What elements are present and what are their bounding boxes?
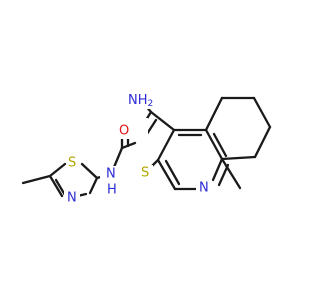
bond: [80, 162, 99, 180]
bond: [149, 110, 176, 132]
pyridine-nitrogen-label: N: [199, 181, 209, 196]
bond: [204, 96, 224, 132]
amide-hydrogen-label: H: [107, 183, 117, 198]
bond: [220, 155, 257, 161]
bond-double: [54, 178, 67, 197]
bond: [156, 158, 177, 191]
bond: [21, 174, 52, 185]
bond: [220, 157, 242, 190]
molecule-diagram: NH2 O N H S N S N: [21, 91, 272, 206]
bond-double: [212, 132, 228, 158]
bond-double: [88, 176, 99, 195]
thiazole-sulfur-label: S: [68, 156, 76, 171]
carbonyl-oxygen-label: O: [119, 124, 129, 139]
thiazole-nitrogen-label: N: [67, 191, 77, 206]
bond: [48, 174, 64, 198]
bond: [156, 128, 176, 162]
bond: [211, 157, 224, 182]
structure-canvas: NH2 O N H S N S N: [21, 91, 272, 206]
bond-double: [164, 159, 181, 186]
amide-nitrogen-label: N: [106, 167, 116, 182]
atom-label-layer: NH2 O N H S N S N: [64, 91, 212, 206]
bond: [253, 125, 272, 159]
bond: [204, 128, 224, 161]
bond: [252, 96, 272, 129]
bond: [48, 162, 67, 178]
thiophene-sulfur-label: S: [141, 166, 149, 181]
amine-label: NH2: [128, 93, 153, 110]
